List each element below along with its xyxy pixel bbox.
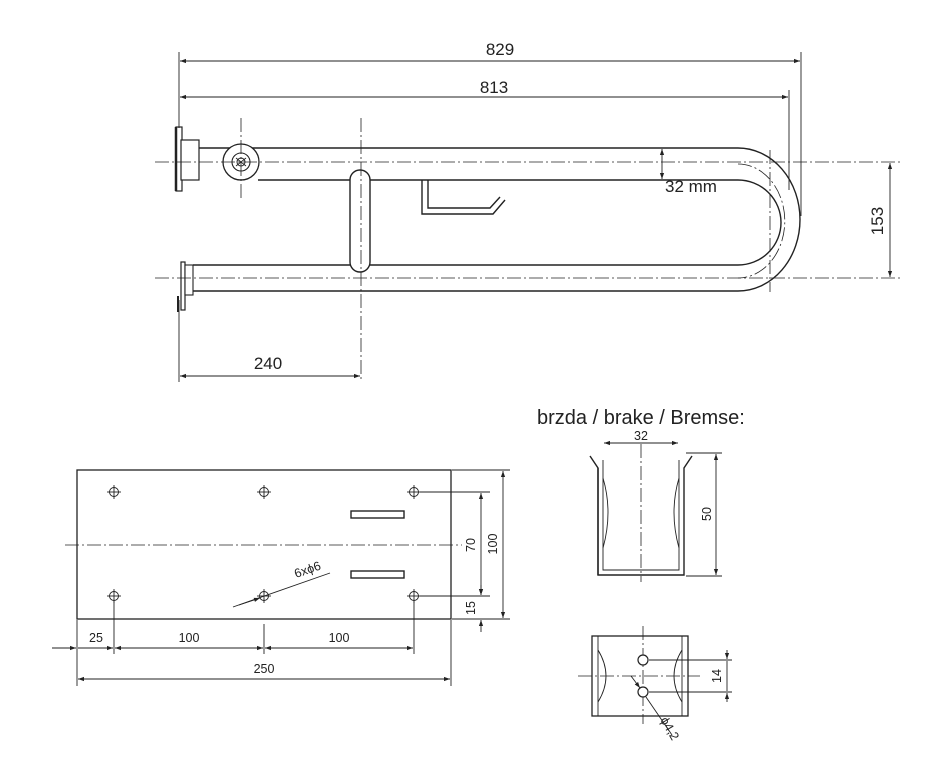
dimension-813: 813 — [180, 78, 790, 190]
dim-240-label: 240 — [254, 354, 282, 373]
dimension-70: 70 — [420, 491, 490, 597]
dim-15-label: 15 — [464, 601, 478, 615]
wall-plate-drawing: 6xϕ6 — [65, 469, 462, 620]
brake-bottom-view: 14 ϕ4,2 — [578, 626, 732, 743]
dimension-100-vertical: 100 — [452, 469, 510, 620]
dimension-15: 15 — [464, 585, 484, 632]
dimension-829: 829 — [178, 40, 802, 216]
mounting-holes — [107, 485, 421, 603]
dim-829-label: 829 — [486, 40, 514, 59]
dimension-hole-pitch: 25 100 100 — [52, 601, 452, 686]
dim-25-label: 25 — [89, 631, 103, 645]
dimension-tube-diameter: 32 mm — [659, 149, 717, 196]
dim-100b-label: 100 — [329, 631, 350, 645]
brake-title: brzda / brake / Bremse: — [537, 407, 745, 429]
grab-bar-side-view — [155, 118, 900, 382]
dim-32mm-label: 32 mm — [665, 177, 717, 196]
dim-70-label: 70 — [464, 538, 478, 552]
dimension-153: 153 — [868, 163, 893, 277]
dim-100-v-label: 100 — [486, 534, 500, 555]
dim-brake-32-label: 32 — [634, 429, 648, 443]
brake-front-view: 32 50 — [589, 429, 722, 582]
dimension-240: 240 — [178, 300, 360, 382]
dim-brake-14-label: 14 — [710, 669, 724, 683]
dim-813-label: 813 — [480, 78, 508, 97]
dim-250-label: 250 — [254, 662, 275, 676]
dim-100a-label: 100 — [179, 631, 200, 645]
dim-brake-50-label: 50 — [700, 507, 714, 521]
dimension-250: 250 — [78, 662, 450, 682]
dim-brake-hole-label: ϕ4,2 — [657, 715, 681, 743]
dim-153-label: 153 — [868, 207, 887, 235]
